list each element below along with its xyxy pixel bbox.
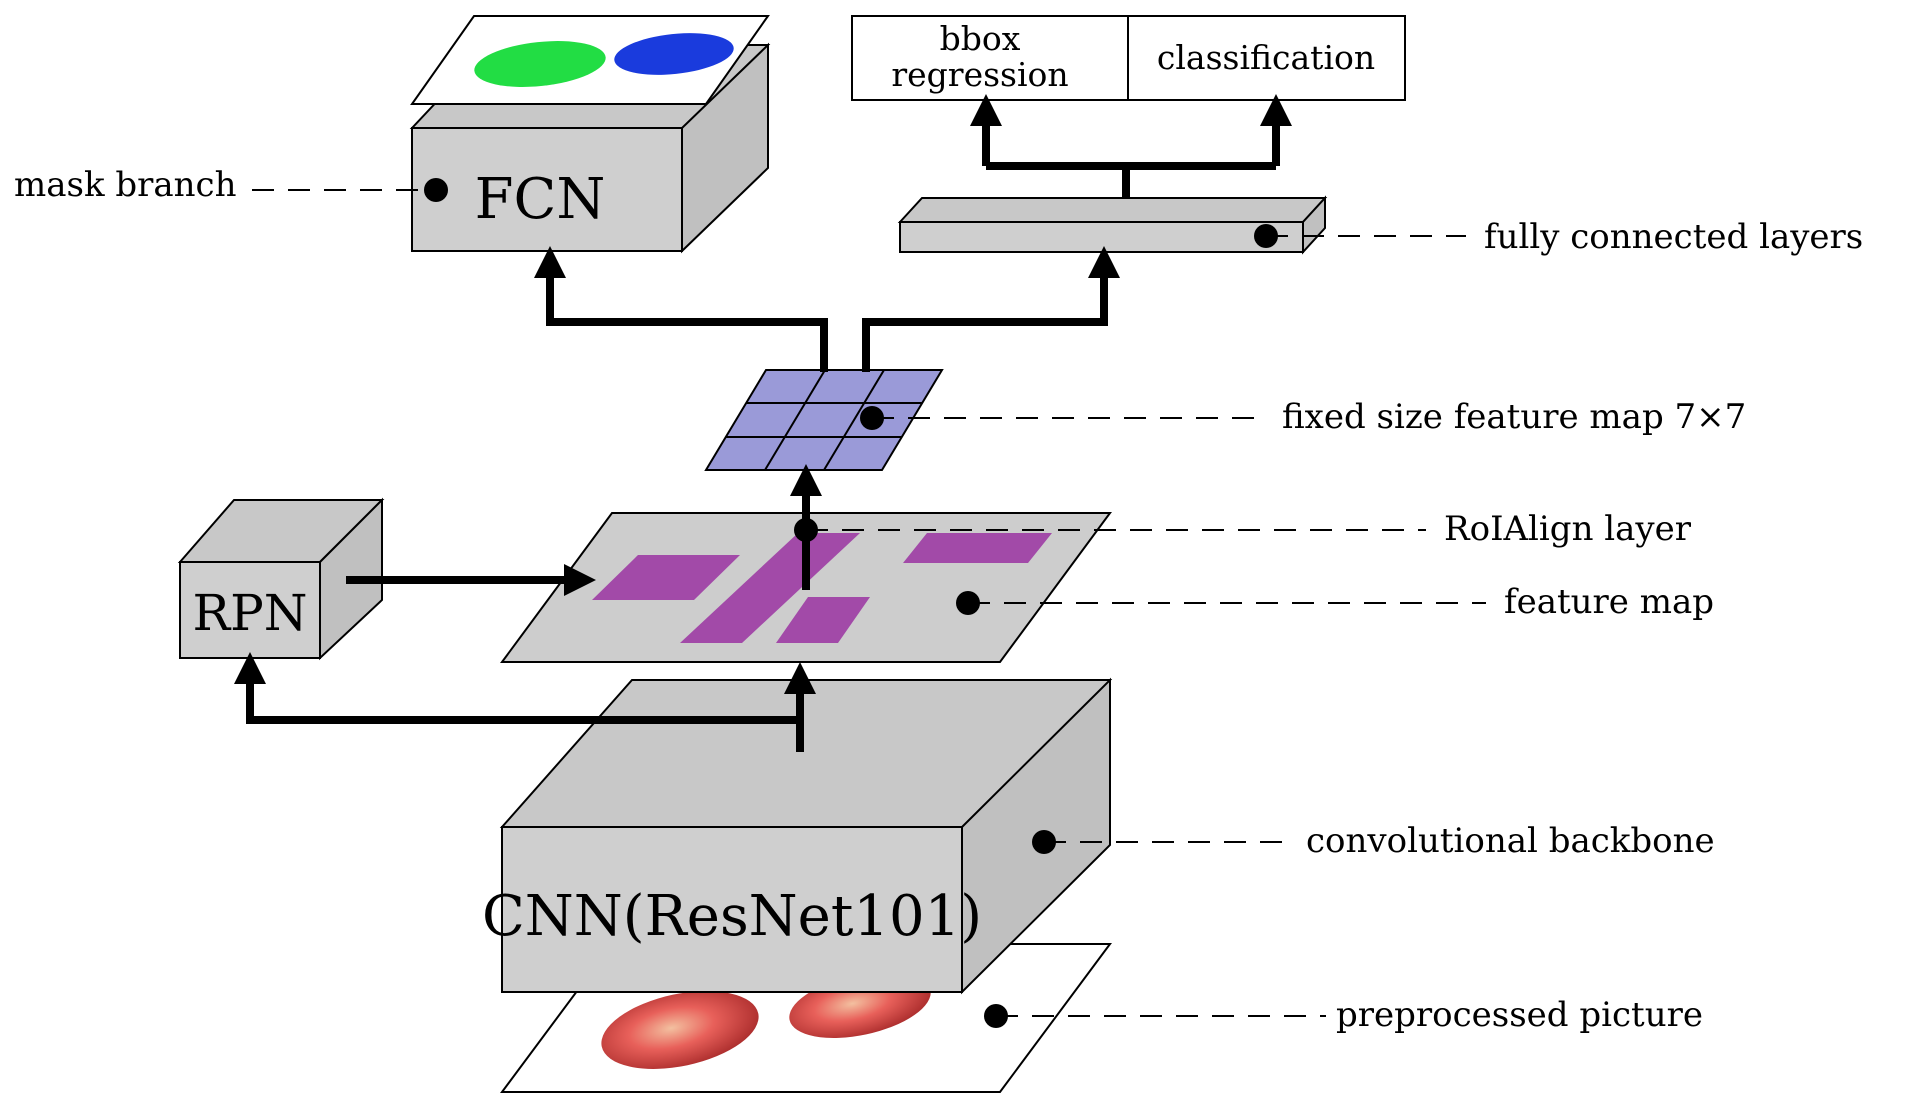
roialign-label: RoIAlign layer bbox=[1444, 509, 1692, 549]
blue-mask bbox=[614, 33, 734, 75]
flow-arrows bbox=[234, 94, 1292, 752]
mask-output-plane bbox=[410, 15, 770, 105]
fully-connected-label: fully connected layers bbox=[1484, 217, 1863, 257]
rpn-label: RPN bbox=[192, 584, 307, 642]
fcn-label: FCN bbox=[475, 167, 606, 232]
fixed-size-label: fixed size feature map 7×7 bbox=[1282, 397, 1746, 437]
preprocessed-label: preprocessed picture bbox=[1336, 995, 1703, 1035]
fixed-size-grid bbox=[704, 369, 944, 471]
output-boxes: bbox regression classification bbox=[851, 15, 1406, 101]
bbox-line2: regression bbox=[891, 55, 1068, 94]
bbox-line1: bbox bbox=[940, 19, 1021, 58]
classification-label: classification bbox=[1157, 38, 1375, 77]
annotation-dots bbox=[424, 178, 1278, 1028]
roi-region bbox=[903, 533, 1052, 563]
roi-region bbox=[680, 533, 860, 643]
cnn-label: CNN(ResNet101) bbox=[482, 884, 982, 949]
annotation-leaders bbox=[252, 189, 1486, 1017]
mask-branch-label: mask branch bbox=[14, 165, 237, 205]
green-mask bbox=[474, 41, 606, 87]
conv-backbone-label: convolutional backbone bbox=[1306, 821, 1715, 861]
feature-map-label: feature map bbox=[1504, 582, 1714, 622]
roi-region bbox=[592, 555, 740, 600]
roi-region bbox=[776, 597, 870, 643]
